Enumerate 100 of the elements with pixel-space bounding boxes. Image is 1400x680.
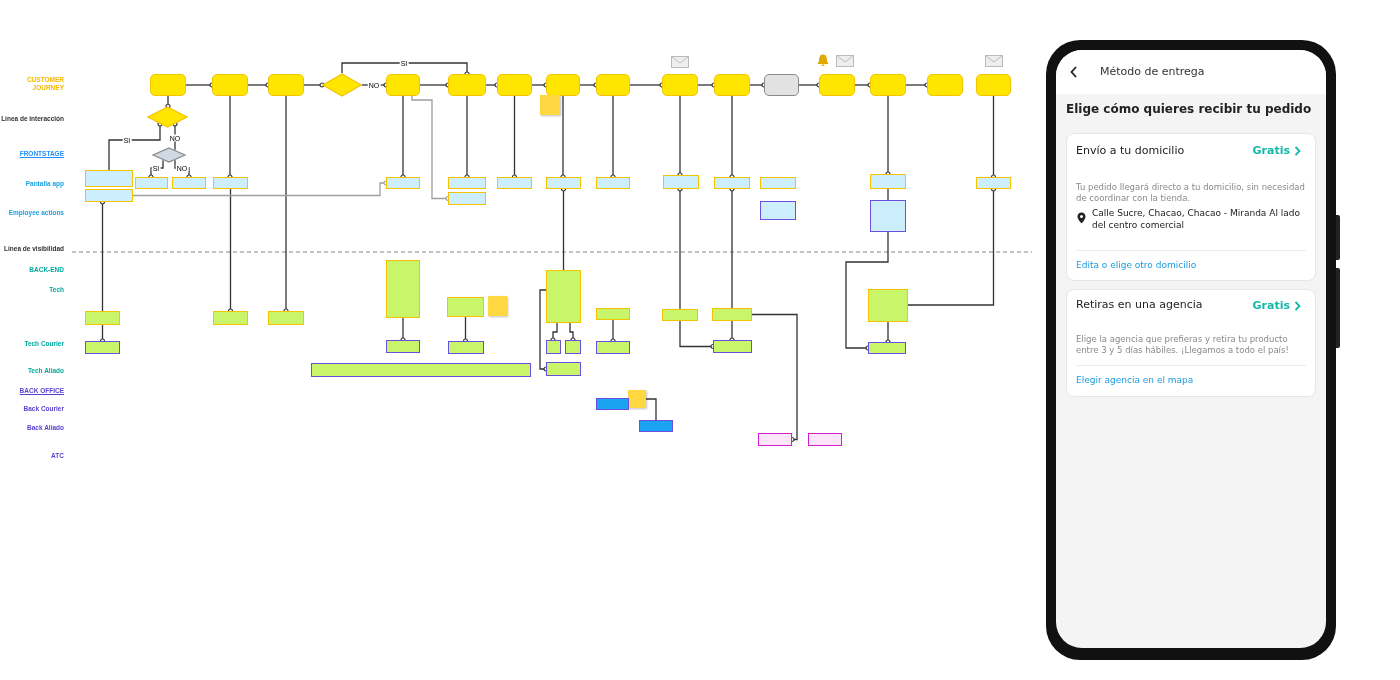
app-screen-box xyxy=(663,175,699,189)
connector xyxy=(411,95,451,202)
employee-action-box xyxy=(760,201,796,220)
app-screen-box xyxy=(85,170,133,187)
connector xyxy=(887,188,889,201)
connector xyxy=(729,95,735,180)
connector xyxy=(400,95,406,180)
backend-process-box xyxy=(546,270,581,323)
tech-process-box xyxy=(546,362,581,376)
connector xyxy=(400,317,406,343)
backend-process-box xyxy=(868,289,908,322)
journey-step-box xyxy=(546,74,580,96)
connector xyxy=(729,320,735,343)
decision-diamond xyxy=(152,147,186,163)
journey-step-box xyxy=(819,74,855,96)
connector xyxy=(610,319,616,344)
journey-step-box xyxy=(927,74,963,96)
connector xyxy=(227,95,233,180)
journey-step-box xyxy=(150,74,186,96)
app-screen-box xyxy=(135,177,168,189)
connector xyxy=(108,121,163,171)
connector xyxy=(303,82,325,88)
option-title: Envío a tu domicilio xyxy=(1076,144,1186,159)
connector xyxy=(907,186,997,306)
support-box xyxy=(758,433,792,446)
journey-step-box xyxy=(714,74,750,96)
connector xyxy=(677,95,683,178)
connector xyxy=(845,231,889,351)
connector xyxy=(885,321,891,345)
connector xyxy=(165,95,171,109)
app-screen-box xyxy=(213,177,248,189)
page-heading: Elige cómo quieres recibir tu pedido xyxy=(1066,102,1313,118)
journey-step-box xyxy=(662,74,698,96)
connector xyxy=(560,95,566,180)
back-office-box xyxy=(639,420,673,432)
connector xyxy=(679,320,716,350)
connector xyxy=(990,95,997,180)
app-screen-box xyxy=(596,177,630,189)
connector xyxy=(172,121,178,151)
screen-title: Método de entrega xyxy=(1100,65,1206,80)
connector xyxy=(729,186,735,309)
connector xyxy=(751,313,798,443)
journey-step-box xyxy=(497,74,532,96)
connector xyxy=(677,186,683,310)
connector xyxy=(132,180,389,197)
app-screen-box xyxy=(448,177,486,189)
journey-step-box xyxy=(448,74,486,96)
journey-step-box xyxy=(268,74,304,96)
journey-step-box xyxy=(212,74,248,96)
backend-process-box xyxy=(712,308,752,321)
connector xyxy=(569,322,576,343)
app-screen-box xyxy=(546,177,581,189)
connector xyxy=(99,324,106,344)
tech-process-box xyxy=(565,340,581,354)
connector xyxy=(539,289,549,372)
connector xyxy=(511,95,518,180)
sticky-note xyxy=(488,296,507,316)
connector xyxy=(560,186,567,271)
app-screen-box xyxy=(448,192,486,205)
tech-process-box xyxy=(713,340,752,353)
back-office-box xyxy=(596,398,629,410)
connector xyxy=(227,188,234,314)
connector xyxy=(645,398,657,421)
process-bar xyxy=(311,363,531,377)
app-screen-box xyxy=(497,177,532,189)
connector xyxy=(99,199,106,312)
connector xyxy=(885,95,891,177)
app-screen-box xyxy=(172,177,206,189)
description-text: Tu pedido llegará directo a tu domicilio, sin necesidad de coordinar con la tienda. xyxy=(1076,182,1306,205)
backend-process-box xyxy=(662,309,698,321)
tech-process-box xyxy=(868,342,906,354)
option-title: Retiras en una agencia xyxy=(1076,298,1204,313)
backend-process-box xyxy=(85,311,120,325)
decision-diamond xyxy=(147,106,188,128)
tech-process-box xyxy=(448,341,484,354)
text-link: Elegir agencia en el mapa xyxy=(1076,375,1195,387)
backend-process-box xyxy=(268,311,304,325)
tech-process-box xyxy=(596,341,630,354)
app-screen-box xyxy=(85,189,133,202)
sticky-note xyxy=(628,390,646,408)
app-screen-box xyxy=(714,177,750,189)
journey-step-box xyxy=(870,74,906,96)
journey-step-box xyxy=(596,74,630,96)
backend-process-box xyxy=(386,260,420,318)
text-link: Edita o elige otro domicilio xyxy=(1076,260,1198,272)
connector xyxy=(462,316,469,344)
price-text: Gratis xyxy=(1252,144,1290,159)
description-text: Elige la agencia que prefieras y retira tu producto entre 3 y 5 días hábiles. ¡Llegamos a todo el país! xyxy=(1076,334,1290,357)
backend-process-box xyxy=(213,311,248,325)
address-text: Calle Sucre, Chacao, Chacao - Miranda Al lado del centro comercial xyxy=(1092,208,1301,232)
support-box xyxy=(808,433,842,446)
app-screen-box xyxy=(760,177,796,189)
backend-process-box xyxy=(596,308,630,320)
app-screen-box xyxy=(386,177,420,189)
connector xyxy=(464,95,470,180)
employee-action-box xyxy=(870,200,906,232)
tech-process-box xyxy=(85,341,120,354)
price-text: Gratis xyxy=(1252,299,1290,314)
journey-step-box xyxy=(764,74,799,96)
connector xyxy=(550,322,558,343)
